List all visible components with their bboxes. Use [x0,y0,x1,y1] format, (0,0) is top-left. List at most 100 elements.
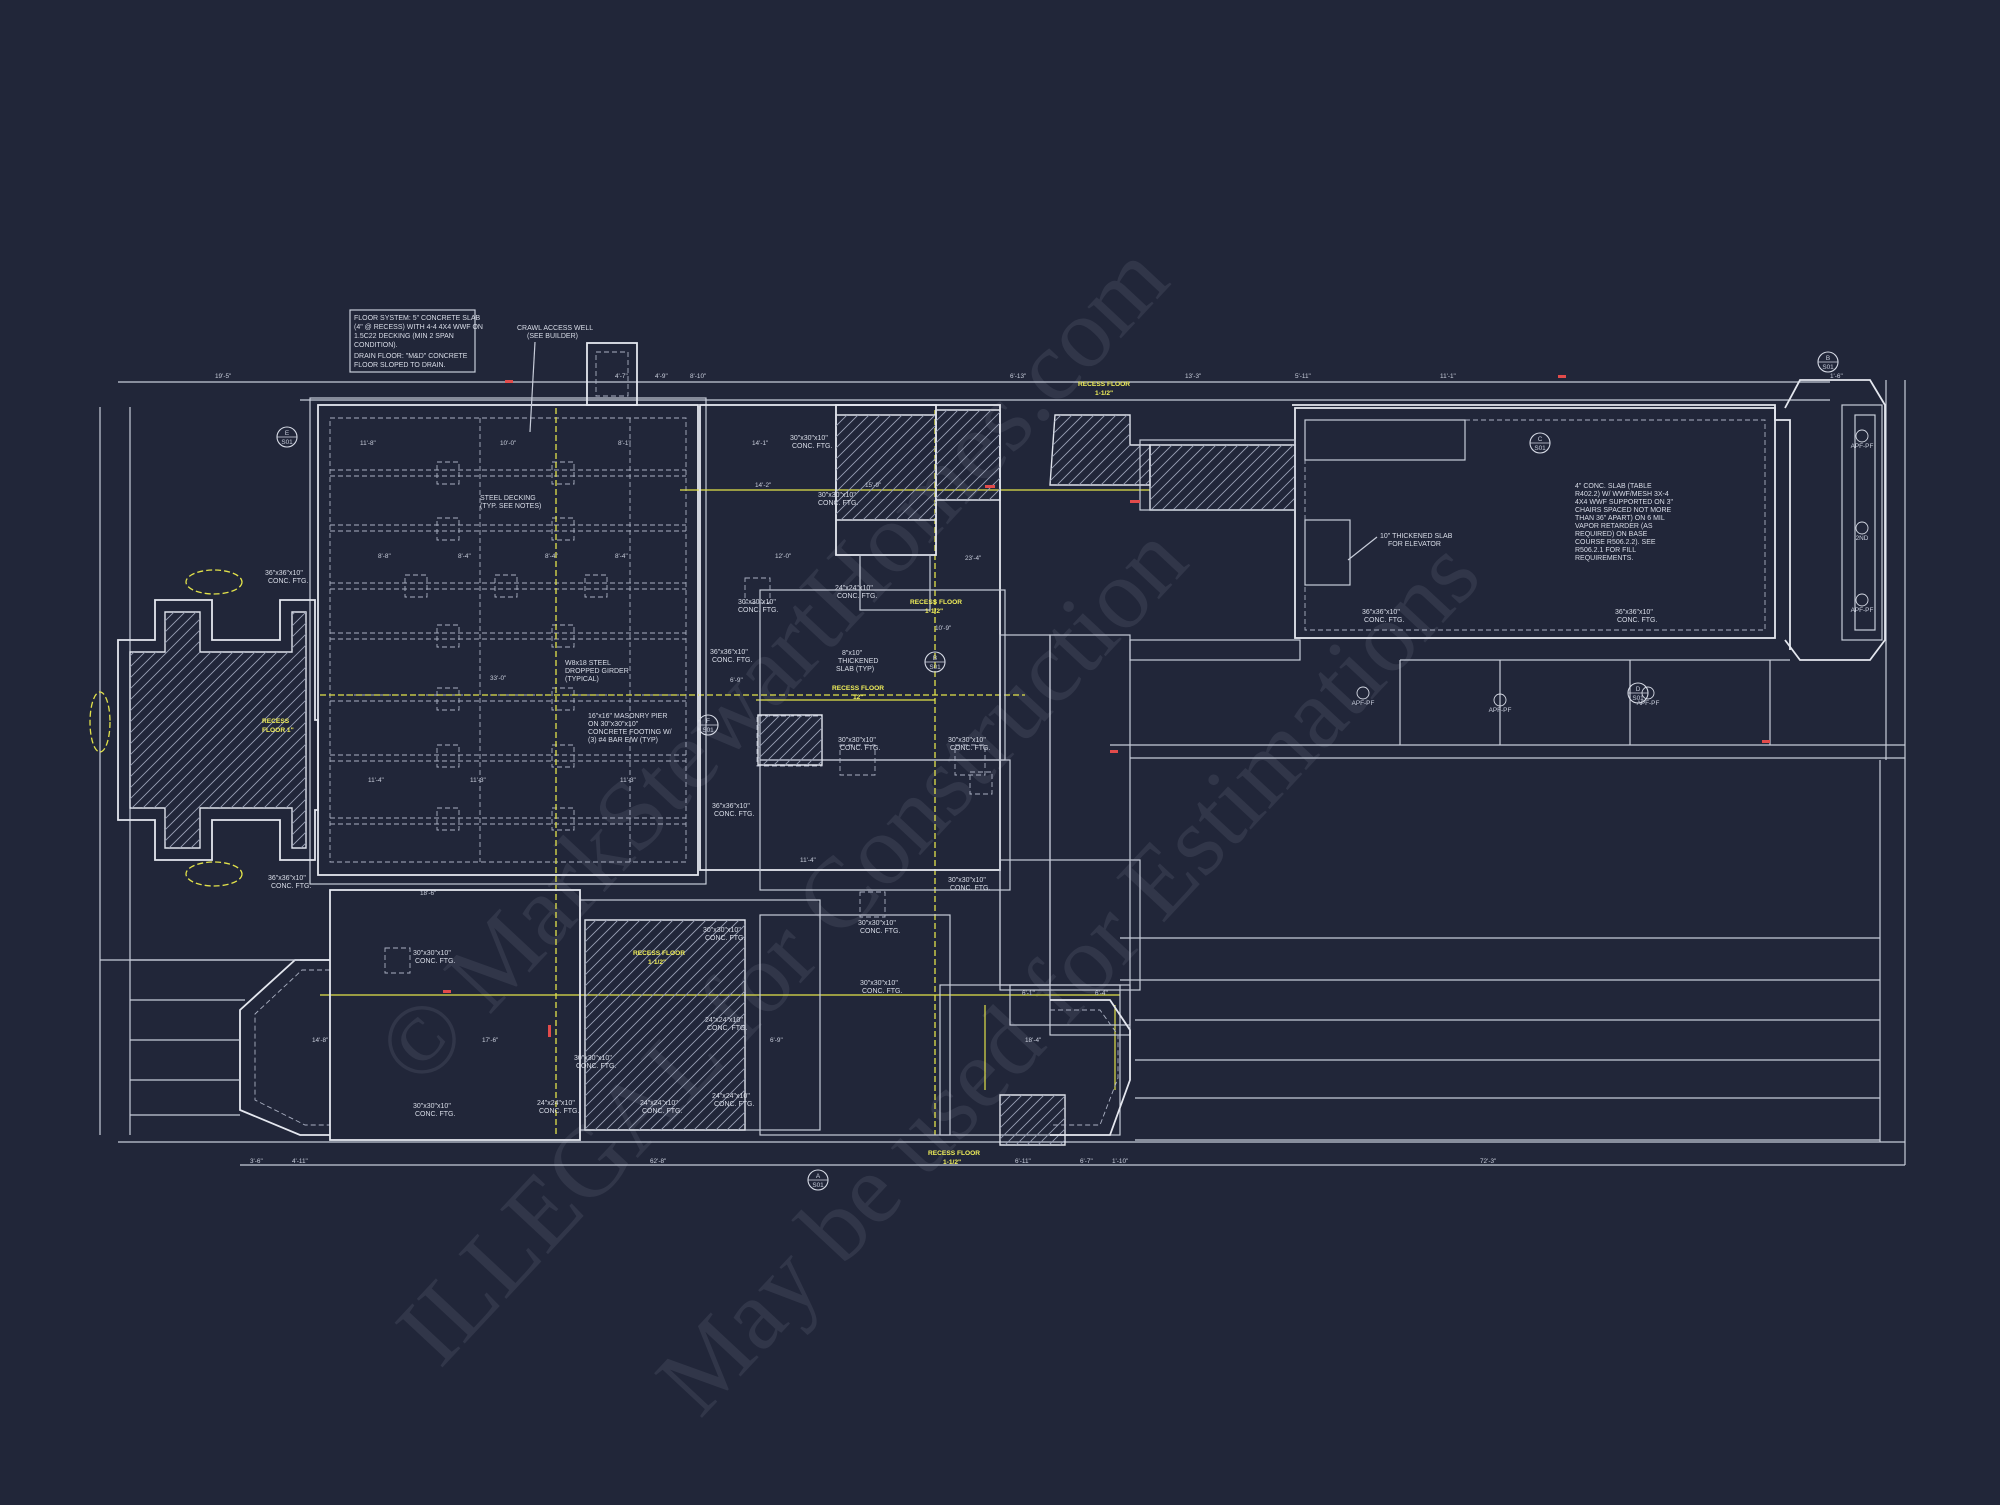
note-line: (SEE BUILDER) [527,333,578,340]
note-line: CHAIRS SPACED NOT MORE [1575,507,1672,514]
dimension-text: 6'-9" [770,1037,783,1044]
note-line: CRAWL ACCESS WELL [517,325,593,332]
recess-labels: RECESS FLOOR 1-1/2" RECESS FLOOR 1" RECE… [262,381,1130,1166]
apf-label: APF-PF [1851,443,1874,450]
footing-label: CONC. FTG. [1364,617,1404,624]
apf-label: APF-PF [1851,607,1874,614]
footing-label: CONC. FTG. [707,1025,747,1032]
dimension-text: 6'-4" [1095,990,1108,997]
dimension-lines [99,380,1906,1166]
footing-label: CONC. FTG. [415,1111,455,1118]
dimension-text: 11'-1" [1440,373,1456,380]
footing-label: CONC. FTG. [268,578,308,585]
recess-label: RECESS FLOOR [910,599,962,606]
thickened-slab-note: 8"x10" THICKENED SLAB (TYP) [836,650,878,673]
dimension-text: 11'-4" [800,857,816,864]
note-line: DRAIN FLOOR: "M&D" CONCRETE [354,353,468,360]
section-sheet: S01 [812,1182,824,1189]
note-line: (4" @ RECESS) WITH 4-4 4X4 WWF ON [354,324,483,331]
section-sheet: S01 [1534,445,1546,452]
footing-labels: 36"x36"x10" CONC. FTG. 36"x36"x10" CONC.… [265,435,1657,1118]
section-letter: B [1826,355,1830,362]
dimension-text: 19'-5" [215,373,231,380]
floor-system-note: FLOOR SYSTEM: 5" CONCRETE SLAB (4" @ REC… [349,309,483,373]
hatch-recess-7 [999,1094,1066,1146]
note-line: 10" THICKENED SLAB [1380,533,1453,540]
note-line: REQUIREMENTS. [1575,555,1633,562]
footing-label: 36"x36"x10" [710,649,748,656]
footing-label: CONC. FTG. [837,593,877,600]
dimension-texts: 19'-5"4'-7"4'-9"8'-10"6'-13"13'-3"5'-11"… [215,373,1843,1165]
dimension-text: 8'-8" [378,553,391,560]
joist-lines [330,418,686,862]
note-line: THICKENED [838,658,878,665]
dimension-text: 11'-4" [368,777,384,784]
footing-label: 30"x30"x10" [738,599,776,606]
hatch-recess-zones [584,409,1296,1146]
footing-label: CONC. FTG. [862,988,902,995]
crawl-access-note: CRAWL ACCESS WELL (SEE BUILDER) [517,325,593,433]
footing-label: CONC. FTG. [576,1063,616,1070]
recess-label: 12" [853,694,863,701]
note-line: CONDITION). [354,342,398,349]
dimension-text: 11'-3" [620,777,636,784]
recess-label: RECESS FLOOR [633,950,685,957]
apf-tag: APF-PF [1637,686,1659,707]
recess-label: RECESS FLOOR [1078,381,1130,388]
note-line: DROPPED GIRDER [565,668,629,675]
note-line: R506.2.1 FOR FILL [1575,547,1636,554]
note-line: ON 30"x30"x10" [588,721,639,728]
footing-label: 30"x30"x10" [948,737,986,744]
dimension-text: 18'-6" [420,890,436,897]
footing-label: CONC. FTG. [271,883,311,890]
apf-tag: APF-PF [1851,593,1874,614]
dimension-text: 10'-0" [500,440,516,447]
masonry-pier-note: 16"x16" MASONRY PIER ON 30"x30"x10" CONC… [588,713,672,744]
hatch-recess-4 [1149,444,1296,511]
section-letter: B [933,655,937,662]
dimension-text: 4'-7" [615,373,628,380]
footing-label: 30"x30"x10" [948,877,986,884]
note-line: 1.5C22 DECKING (MIN 2 SPAN [354,333,454,340]
dimension-text: 14'-2" [755,482,771,489]
footing-label: 30"x30"x10" [790,435,828,442]
footing-label: CONC. FTG. [738,607,778,614]
apf-tag: APF-PF [1851,429,1874,450]
footing-label: 30"x30"x10" [858,920,896,927]
dimension-text: 8'-4" [458,553,471,560]
section-sheet: S01 [1632,695,1644,702]
steel-girder-note: W8x18 STEEL DROPPED GIRDER (TYPICAL) [565,660,629,683]
dimension-text: 17'-6" [482,1037,498,1044]
apf-tag: APF-PF [1489,693,1511,714]
footing-label: CONC. FTG. [714,811,754,818]
section-letter: E [285,430,289,437]
section-letter: F [706,718,710,725]
hatch-recess-1 [835,414,937,521]
dimension-text: 12'-0" [775,553,791,560]
dimension-text: 3'-6" [250,1158,263,1165]
dimension-text: 14'-1" [752,440,768,447]
note-line: R402.2) W/ WWF/MESH 3X-4 [1575,491,1669,498]
apf-tag: 2ND [1855,521,1869,542]
dimension-text: 10'-9" [935,625,951,632]
footing-label: CONC. FTG. [860,928,900,935]
note-line: SLAB (TYP) [836,666,874,673]
footing-label: 30"x30"x10" [838,737,876,744]
footing-label: 24"x24"x10" [705,1017,743,1024]
dimension-text: 11'-8" [360,440,376,447]
steel-decking-note: STEEL DECKING (TYP. SEE NOTES) [480,495,541,510]
note-line: (TYP. SEE NOTES) [480,503,541,510]
recess-label: 1-1/2" [925,608,943,615]
dimension-text: 5'-11" [1295,373,1311,380]
footing-label: 30"x30"x10" [703,927,741,934]
dimension-text: 8'-4" [545,553,558,560]
footing-label: 30"x30"x10" [574,1055,612,1062]
footing-label: 30"x30"x10" [413,950,451,957]
footing-label: CONC. FTG. [792,443,832,450]
